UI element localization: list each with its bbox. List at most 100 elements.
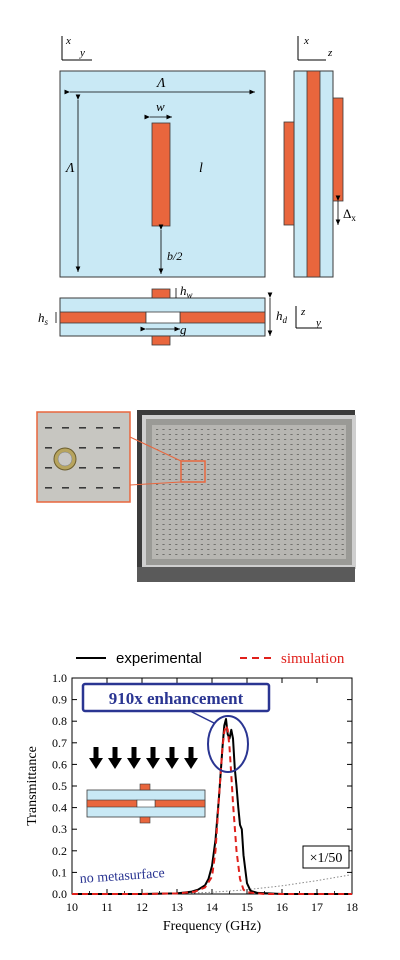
- grid-mark: [322, 549, 325, 550]
- grid-mark: [258, 509, 261, 510]
- grid-mark: [181, 509, 184, 510]
- grid-mark: [175, 489, 178, 490]
- grid-mark: [175, 484, 178, 485]
- g-label: g: [180, 322, 187, 337]
- grid-mark: [213, 474, 216, 475]
- grid-mark: [328, 469, 331, 470]
- grid-mark: [277, 444, 280, 445]
- grid-mark: [175, 509, 178, 510]
- grid-mark: [341, 509, 344, 510]
- grid-mark: [296, 494, 299, 495]
- grid-mark: [226, 439, 229, 440]
- grid-mark: [162, 544, 165, 545]
- grid-mark: [239, 454, 242, 455]
- grid-mark: [271, 464, 274, 465]
- grid-mark: [258, 524, 261, 525]
- grid-mark: [181, 439, 184, 440]
- grid-mark: [309, 454, 312, 455]
- photo-floor: [137, 567, 355, 582]
- grid-mark: [252, 484, 255, 485]
- grid-mark: [245, 554, 248, 555]
- grid-mark: [181, 554, 184, 555]
- grid-mark: [226, 489, 229, 490]
- b2-label: b/2: [167, 249, 182, 263]
- grid-mark: [303, 549, 306, 550]
- grid-mark: [226, 429, 229, 430]
- grid-mark: [258, 459, 261, 460]
- grid-mark: [162, 519, 165, 520]
- grid-mark: [162, 549, 165, 550]
- grid-mark: [271, 549, 274, 550]
- grid-mark: [175, 449, 178, 450]
- front-axis-y-label: y: [79, 47, 85, 59]
- grid-mark: [335, 514, 338, 515]
- grid-mark: [200, 429, 203, 430]
- grid-mark: [271, 449, 274, 450]
- grid-mark: [309, 474, 312, 475]
- grid-mark: [277, 534, 280, 535]
- grid-mark: [226, 534, 229, 535]
- grid-mark: [213, 489, 216, 490]
- grid-mark: [213, 454, 216, 455]
- grid-mark: [188, 474, 191, 475]
- grid-mark: [175, 554, 178, 555]
- grid-mark: [264, 519, 267, 520]
- grid-mark: [271, 514, 274, 515]
- grid-mark: [258, 444, 261, 445]
- grid-mark: [277, 524, 280, 525]
- grid-mark: [316, 474, 319, 475]
- grid-mark: [194, 524, 197, 525]
- grid-mark: [258, 494, 261, 495]
- grid-mark: [245, 449, 248, 450]
- grid-mark: [245, 474, 248, 475]
- grid-mark: [162, 464, 165, 465]
- grid-mark: [316, 524, 319, 525]
- inset-mark: [79, 427, 86, 429]
- grid-mark: [181, 464, 184, 465]
- grid-mark: [264, 464, 267, 465]
- grid-mark: [309, 449, 312, 450]
- grid-mark: [284, 429, 287, 430]
- grid-mark: [258, 449, 261, 450]
- w-label: w: [156, 99, 165, 114]
- grid-mark: [328, 439, 331, 440]
- grid-mark: [316, 504, 319, 505]
- grid-mark: [335, 509, 338, 510]
- x-tick-label: 10: [66, 900, 78, 914]
- grid-mark: [232, 469, 235, 470]
- grid-mark: [213, 444, 216, 445]
- grid-mark: [239, 439, 242, 440]
- grid-mark: [168, 484, 171, 485]
- grid-mark: [245, 524, 248, 525]
- grid-mark: [232, 529, 235, 530]
- grid-mark: [252, 444, 255, 445]
- grid-mark: [284, 484, 287, 485]
- grid-mark: [168, 429, 171, 430]
- grid-mark: [335, 434, 338, 435]
- grid-mark: [341, 459, 344, 460]
- grid-mark: [168, 514, 171, 515]
- grid-mark: [245, 444, 248, 445]
- inline-cross-section: [86, 783, 206, 824]
- grid-mark: [271, 539, 274, 540]
- chart-legend: experimental simulation: [76, 650, 345, 667]
- grid-mark: [207, 549, 210, 550]
- grid-mark: [181, 524, 184, 525]
- grid-mark: [239, 524, 242, 525]
- grid-mark: [271, 429, 274, 430]
- grid-mark: [156, 444, 159, 445]
- grid-mark: [341, 479, 344, 480]
- grid-mark: [194, 434, 197, 435]
- grid-mark: [258, 439, 261, 440]
- grid-mark: [322, 444, 325, 445]
- grid-mark: [335, 519, 338, 520]
- grid-mark: [277, 434, 280, 435]
- grid-mark: [226, 479, 229, 480]
- grid-mark: [245, 549, 248, 550]
- no-metasurface-label: no metasurface: [79, 866, 165, 887]
- grid-mark: [245, 484, 248, 485]
- grid-mark: [341, 429, 344, 430]
- grid-mark: [290, 519, 293, 520]
- grid-mark: [258, 474, 261, 475]
- grid-mark: [341, 489, 344, 490]
